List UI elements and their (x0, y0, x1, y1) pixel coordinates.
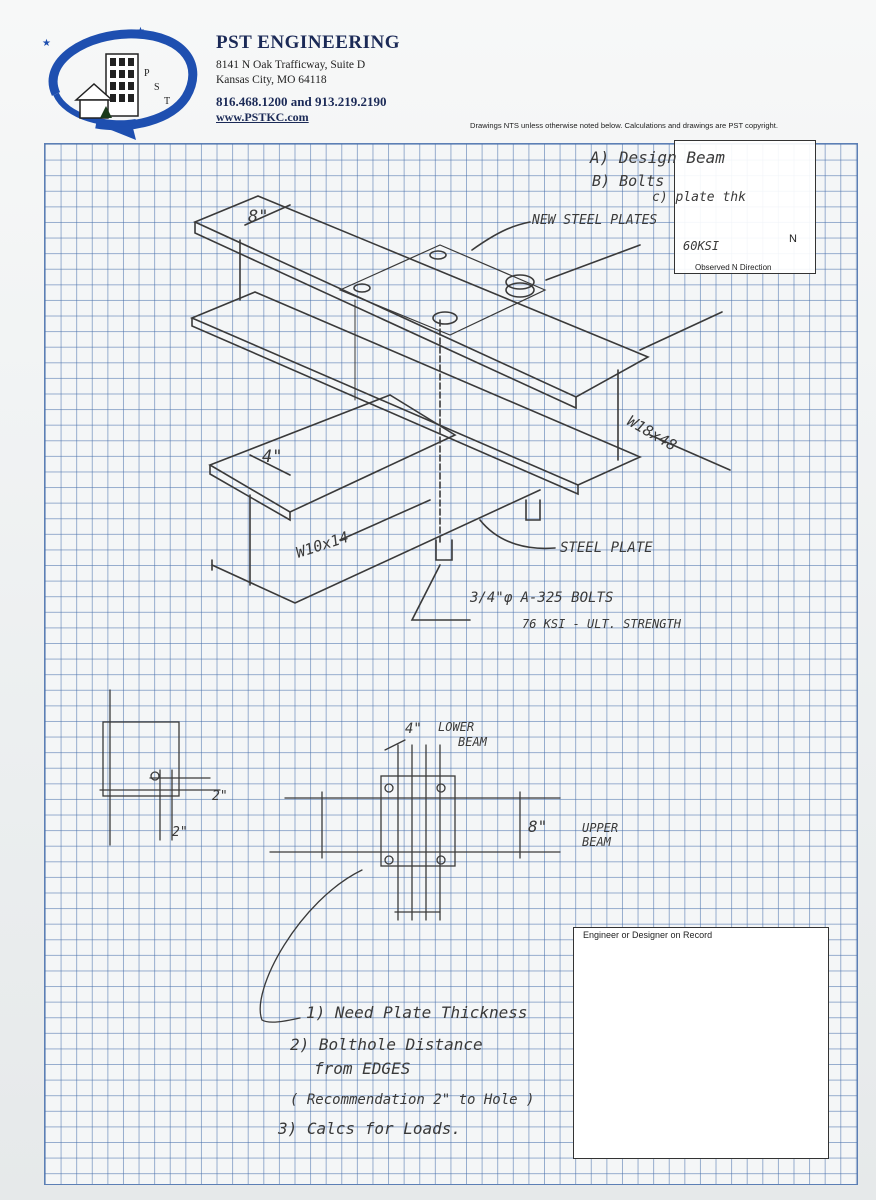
logo-letter-t: T (164, 96, 170, 107)
lower-beam-label-line-1: LOWER (438, 720, 474, 734)
bolts-spec-line-1: 3/4"φ A-325 BOLTS (469, 590, 613, 606)
edge-dim-horizontal: 2" (212, 789, 228, 804)
website-link[interactable]: www.PSTKC.com (216, 110, 309, 124)
logo-letter-p: P (144, 68, 150, 79)
north-direction-box: N Observed N Direction (674, 140, 816, 274)
address-line-2: Kansas City, MO 64118 (216, 74, 327, 86)
note-recommendation: ( Recommendation 2" to Hole ) (290, 1092, 534, 1108)
lower-beam-label-line-2: BEAM (458, 735, 488, 749)
lower-beam-dim: 4" (405, 721, 422, 737)
engineer-of-record-box: Engineer or Designer on Record (573, 927, 829, 1159)
plate-thk-note: c) plate thk (652, 190, 746, 205)
edge-dim-vertical: 2" (172, 825, 188, 840)
ksi-note: 60KSI (683, 239, 719, 253)
engineer-box-label: Engineer or Designer on Record (583, 930, 713, 940)
note-from-edges: from EDGES (314, 1059, 410, 1078)
company-name: PST ENGINEERING (216, 32, 401, 53)
upper-beam-label-line-1: UPPER (582, 821, 618, 835)
lower-width-dim: 4" (262, 447, 282, 467)
steel-plate-note: STEEL PLATE (560, 540, 653, 556)
note-calcs-loads: 3) Calcs for Loads. (277, 1119, 461, 1138)
address-line-1: 8141 N Oak Trafficway, Suite D (216, 59, 366, 71)
new-plates-note: NEW STEEL PLATES (531, 213, 657, 228)
phone-numbers: 816.468.1200 and 913.219.2190 (216, 94, 387, 109)
design-beam-note: A) Design Beam (589, 148, 725, 167)
upper-width-dim: 8" (248, 207, 268, 227)
upper-beam-label-line-2: BEAM (582, 835, 612, 849)
svg-text:★: ★ (136, 26, 145, 37)
observed-north-caption: Observed N Direction (695, 263, 772, 272)
note-bolthole-distance: 2) Bolthole Distance (290, 1035, 483, 1054)
north-label: N (789, 233, 797, 245)
bolts-note: B) Bolts (592, 172, 664, 190)
bolts-spec-line-2: 76 KSI - ULT. STRENGTH (522, 617, 682, 631)
logo-letter-s: S (154, 82, 160, 93)
pst-logo: ★ ★ P S T (42, 26, 198, 140)
company-block: PST ENGINEERING 8141 N Oak Trafficway, S… (216, 32, 400, 125)
svg-text:★: ★ (42, 38, 51, 49)
upper-beam-dim: 8" (528, 817, 547, 836)
note-plate-thickness: 1) Need Plate Thickness (306, 1003, 528, 1022)
upper-beam-size: W18x48 (624, 412, 680, 455)
copyright-notice: Drawings NTS unless otherwise noted belo… (470, 121, 778, 130)
lower-beam-size: W10x14 (294, 528, 351, 562)
